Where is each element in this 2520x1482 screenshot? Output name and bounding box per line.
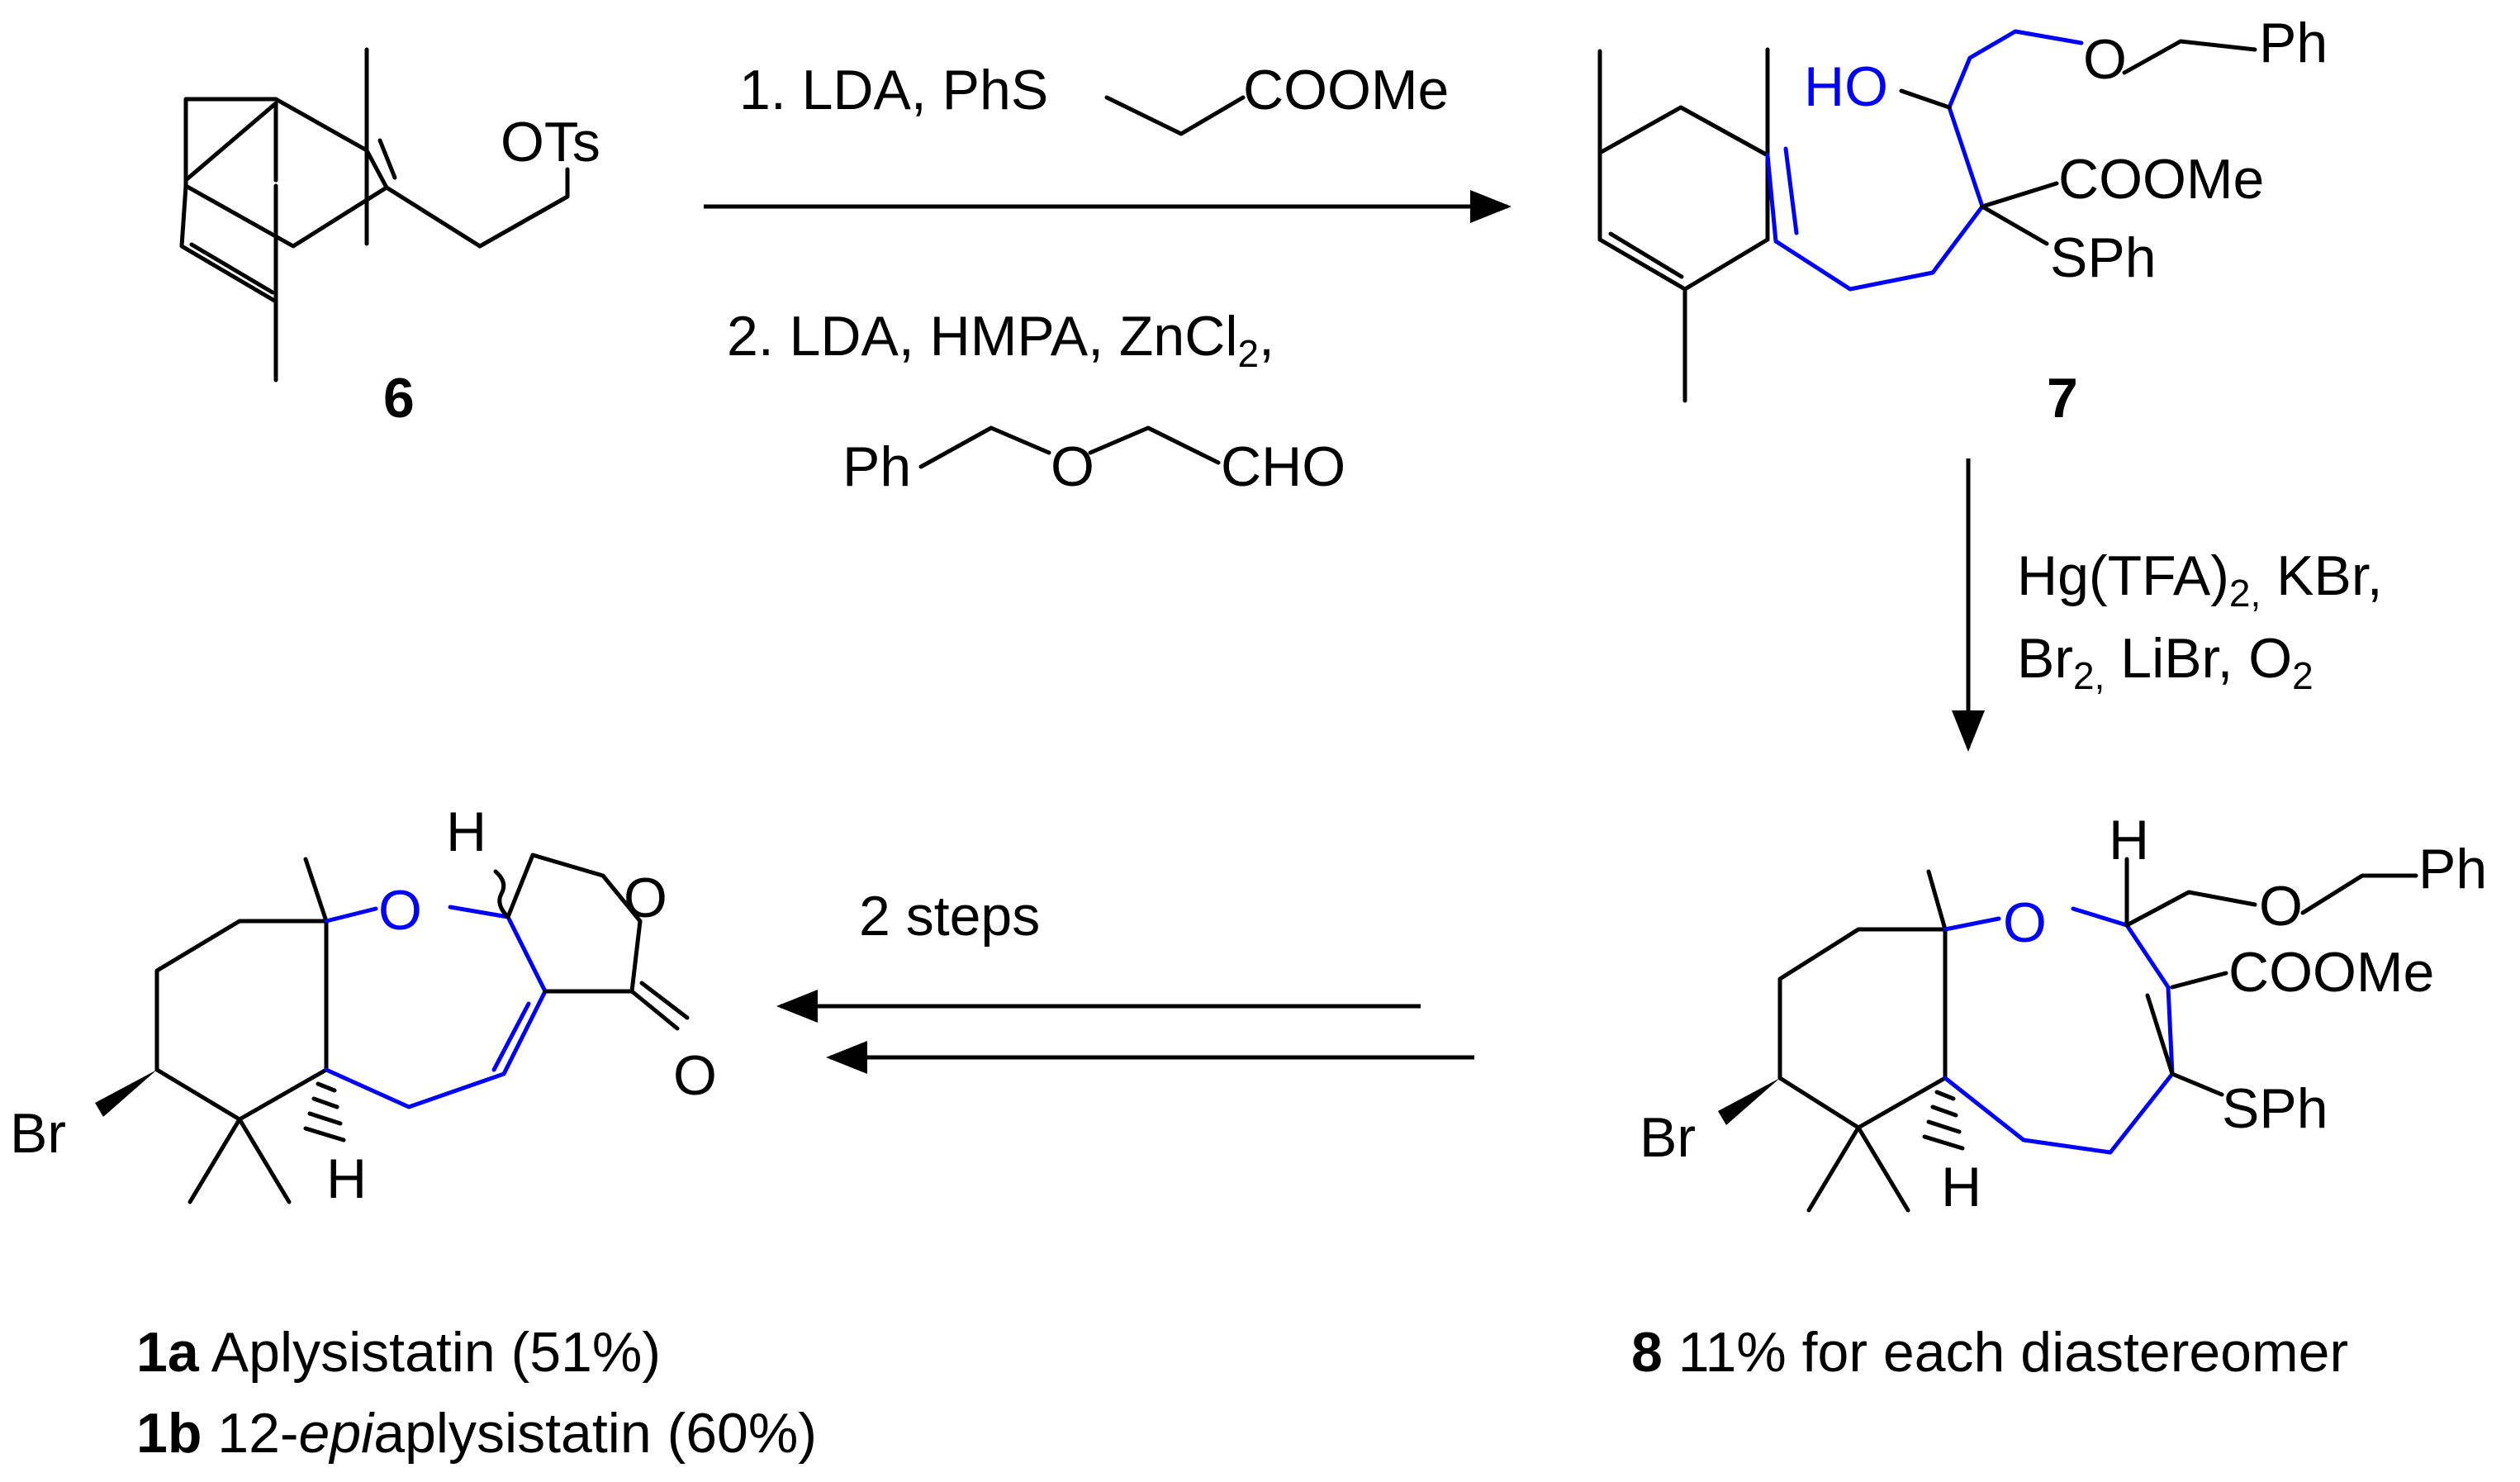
- compound-8-ph: Ph: [2418, 838, 2487, 900]
- compound-7-o: O: [2083, 28, 2127, 91]
- compound-1b-caption: 1b 12-epiaplysistatin (60%): [136, 1402, 817, 1465]
- compound-1b-epi: epi: [299, 1402, 376, 1465]
- step1-line2: 2. LDA, HMPA, ZnCl2,: [727, 305, 1274, 375]
- step2-line1-a: Hg(TFA): [2017, 544, 2229, 607]
- compound-1-o-carbonyl: O: [673, 1044, 717, 1107]
- compound-1-o-lactone: O: [624, 867, 667, 929]
- compound-7-coome: COOMe: [2058, 148, 2264, 211]
- compound-7-ho: HO: [1804, 55, 1888, 118]
- step2-line1-b: KBr,: [2261, 544, 2382, 607]
- compound-6-structure: [179, 47, 570, 382]
- compound-8-coome: COOMe: [2228, 941, 2434, 1004]
- step2-line2-a-sub: 2,: [2073, 654, 2105, 697]
- compound-8-sph-bond: [2170, 1071, 2224, 1097]
- step2-line2: Br2, LiBr, O2: [2017, 627, 2314, 697]
- step1-line1: 1. LDA, PhS: [739, 59, 1048, 121]
- step1-line2-trail: ,: [1259, 305, 1274, 368]
- compound-7-ho-bond: [1899, 88, 1952, 110]
- step1-line1-phs: PhS: [942, 59, 1049, 121]
- step2-line2-b-sub: 2: [2292, 654, 2314, 697]
- compound-1-h-ring: H: [326, 1147, 367, 1210]
- step2-line2-a: Br: [2017, 627, 2073, 690]
- compound-1a-caption: 1a Aplysistatin (51%): [136, 1321, 661, 1384]
- compound-1b-number: 1b: [136, 1402, 202, 1465]
- compound-8-caption: 8 11% for each diastereomer: [1631, 1321, 2348, 1384]
- compound-8-caption-text: 11% for each diastereomer: [1663, 1321, 2348, 1384]
- compound-8-o-chain: O: [2259, 875, 2303, 938]
- compound-1b-post: aplysistatin (60%): [373, 1402, 817, 1465]
- compound-8-h-ring: H: [1941, 1156, 1981, 1218]
- step3-label: 2 steps: [859, 885, 1040, 948]
- step1-line1-prefix: 1. LDA,: [739, 59, 942, 121]
- compound-8-number: 8: [1631, 1321, 1663, 1384]
- compound-1-h-top: H: [446, 800, 486, 863]
- compound-1a-text: Aplysistatin (51%): [199, 1321, 661, 1384]
- compound-6-number: 6: [383, 367, 415, 430]
- compound-6-ots: OTs: [501, 111, 600, 173]
- compound-8-sph: SPh: [2222, 1077, 2328, 1140]
- step1-reagent1-bonds: [1104, 95, 1246, 136]
- compound-1b-pre: 12-: [202, 1402, 298, 1465]
- compound-8-br: Br: [1640, 1106, 1696, 1169]
- step2-line1: Hg(TFA)2, KBr,: [2017, 544, 2383, 615]
- compound-8-benzyl-bonds: [2300, 873, 2418, 915]
- compound-6-bonds: [183, 101, 278, 183]
- compound-7-sph-bond: [1980, 204, 2049, 246]
- step1-reagent2-bonds-a: [918, 425, 1051, 469]
- compound-8-h: H: [2109, 809, 2149, 872]
- compound-7-number: 7: [2047, 367, 2078, 430]
- compound-1a-number: 1a: [136, 1321, 200, 1384]
- compound-1-br: Br: [10, 1102, 66, 1165]
- compound-7-ph: Ph: [2259, 12, 2328, 74]
- compound-8-o-ring: O: [2003, 891, 2047, 954]
- compound-1-o-ring: O: [378, 879, 422, 942]
- compound-7-structure: [1597, 29, 2084, 403]
- compound-7-sph: SPh: [2050, 226, 2157, 289]
- step1-line2-text: 2. LDA, HMPA, ZnCl: [727, 305, 1237, 368]
- step1-line3-ph: Ph: [842, 435, 911, 498]
- compound-1-structure: [95, 853, 690, 1204]
- step1-line3-o: O: [1051, 435, 1094, 498]
- step1-line2-sub: 2: [1237, 332, 1259, 375]
- step1-line3-cho: CHO: [1221, 435, 1345, 498]
- step1-reagent2-bonds-b: [1088, 425, 1221, 465]
- compound-8-ester-bond: [2170, 971, 2228, 990]
- step1-line1-coome: COOMe: [1243, 59, 1449, 121]
- compound-8-structure: [1718, 857, 2257, 1213]
- compound-7-ester-bond: [1980, 181, 2059, 209]
- compound-7-benzyl-bonds: [2122, 39, 2257, 75]
- step2-line2-b: LiBr, O: [2105, 627, 2292, 690]
- step2-line1-a-sub: 2,: [2229, 572, 2261, 615]
